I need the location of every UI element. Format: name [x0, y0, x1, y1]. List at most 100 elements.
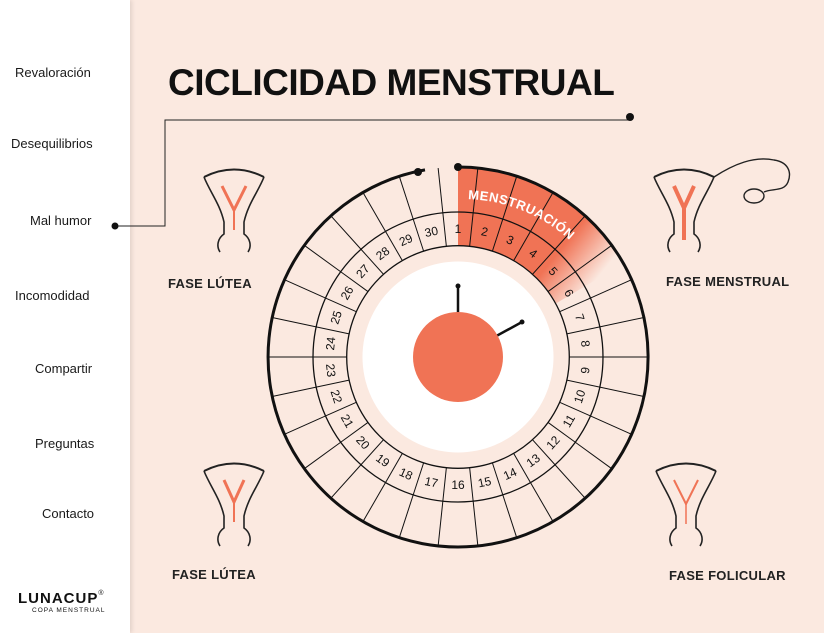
day-label: 7	[572, 312, 587, 323]
day-divider	[385, 453, 403, 483]
outer-cell-divider	[590, 415, 632, 435]
outer-cell-divider	[590, 279, 632, 299]
outer-cell-divider	[554, 215, 586, 250]
outer-cell-divider	[362, 482, 386, 522]
day-divider	[491, 218, 504, 252]
outer-cell-divider	[575, 244, 613, 273]
phase-label-bottom-right: FASE FOLICULAR	[669, 568, 786, 583]
outer-cell-divider	[398, 176, 414, 220]
day-divider	[316, 326, 350, 335]
day-divider	[559, 401, 591, 417]
day-label: 2	[480, 224, 490, 239]
day-label: 14	[501, 465, 519, 483]
day-divider	[559, 297, 591, 313]
cycle-center-dot	[413, 312, 503, 402]
day-divider	[340, 422, 369, 443]
logo-registered-mark: ®	[98, 590, 105, 597]
outer-cell-divider	[303, 441, 341, 470]
day-divider	[513, 453, 531, 483]
outer-cell-divider	[502, 176, 518, 220]
logo-name: LUNACUP	[18, 590, 99, 607]
day-divider	[566, 326, 600, 335]
day-label: 10	[571, 388, 589, 405]
day-divider	[340, 271, 369, 292]
day-label: 25	[328, 309, 346, 326]
outer-cell-divider	[330, 464, 362, 499]
outer-cell-divider	[362, 192, 386, 232]
day-label: 1	[455, 222, 462, 236]
uterus-with-ovary-icon	[653, 158, 791, 253]
day-divider	[325, 401, 357, 417]
page-title: CICLICIDAD MENSTRUAL	[168, 62, 615, 103]
outer-cell-divider	[398, 494, 414, 538]
uterus-icon	[203, 168, 265, 253]
cycle-spokes	[268, 167, 648, 547]
logo-tagline: COPA MENSTRUAL	[32, 607, 106, 614]
day-divider	[513, 231, 531, 261]
day-divider	[412, 462, 425, 496]
uterus-icon	[203, 462, 265, 547]
outer-cell-divider	[575, 441, 613, 470]
outer-cell-divider	[284, 279, 326, 299]
outer-cell-divider	[272, 386, 317, 397]
outer-cell-divider	[330, 215, 362, 250]
day-divider	[547, 422, 576, 443]
outer-cell-divider	[530, 482, 554, 522]
day-label: 26	[338, 283, 357, 302]
day-label: 21	[338, 412, 357, 431]
cycle-center-clock	[413, 283, 525, 402]
menstruation-band	[458, 167, 624, 304]
brand-logo[interactable]: LUNACUP® COPA MENSTRUAL	[18, 590, 105, 614]
nav-item-compartir[interactable]: Compartir	[35, 361, 93, 376]
cycle-start-dot	[454, 163, 462, 171]
cycle-end-dot	[414, 168, 422, 176]
day-label: 15	[477, 474, 493, 491]
day-label: 17	[423, 474, 439, 491]
day-divider	[316, 379, 350, 388]
outer-cell-divider	[437, 501, 444, 547]
nav-item-preguntas[interactable]: Preguntas	[35, 436, 95, 451]
title-connector	[111, 113, 634, 230]
nav-item-contacto[interactable]: Contacto	[42, 506, 95, 521]
day-divider	[360, 248, 384, 275]
nav-item-mal-humor[interactable]: Mal humor	[30, 213, 92, 228]
day-divider	[469, 212, 474, 247]
day-label: 24	[323, 336, 338, 351]
outer-cell-divider	[472, 501, 479, 547]
day-label: 29	[397, 231, 415, 249]
uterus-icon	[655, 462, 717, 547]
day-divider	[491, 462, 504, 496]
phase-label-bottom-left: FASE LÚTEA	[172, 567, 256, 582]
phase-label-top-right: FASE MENSTRUAL	[666, 274, 790, 289]
day-label: 30	[423, 223, 439, 240]
day-label: 9	[578, 366, 593, 374]
outer-cell-divider	[599, 386, 644, 397]
day-divider	[385, 231, 403, 261]
nav-item-incomodidad[interactable]: Incomodidad	[15, 288, 90, 303]
day-divider	[412, 218, 425, 252]
outer-cell-divider	[284, 415, 326, 435]
sidebar: Revaloración Desequilibrios Mal humor In…	[0, 0, 130, 633]
outer-cell-divider	[530, 192, 554, 232]
outer-cell-divider	[472, 167, 479, 213]
outer-cell-divider	[554, 464, 586, 499]
nav-item-revaloracion[interactable]: Revaloración	[15, 65, 91, 80]
day-divider	[547, 271, 576, 292]
day-divider	[442, 212, 447, 247]
outer-cell-divider	[599, 317, 644, 328]
day-label: 23	[323, 363, 338, 378]
day-divider	[442, 467, 447, 502]
day-label: 22	[328, 388, 346, 405]
logo-wordmark: LUNACUP®	[18, 590, 105, 607]
day-divider	[532, 248, 556, 275]
day-label: 18	[397, 465, 415, 483]
day-divider	[532, 439, 556, 466]
nav-item-desequilibrios[interactable]: Desequilibrios	[11, 136, 93, 151]
outer-cell-divider	[437, 167, 444, 213]
outer-cell-divider	[303, 244, 341, 273]
outer-cell-divider	[502, 494, 518, 538]
day-divider	[566, 379, 600, 388]
phase-label-top-left: FASE LÚTEA	[168, 276, 252, 291]
day-divider	[325, 297, 357, 313]
